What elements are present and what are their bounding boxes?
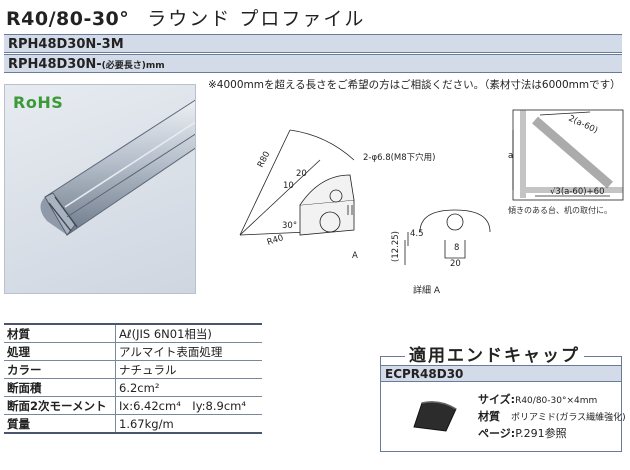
endcap-page: P.291参照 bbox=[515, 427, 567, 440]
spec-key: 断面2次モーメント bbox=[4, 396, 116, 415]
dim-r80: R80 bbox=[256, 150, 273, 169]
table-row: 処理アルマイト表面処理 bbox=[4, 342, 262, 361]
endcap-info: サイズ:R40/80-30°×4mm 材質 ポリアミド(ガラス繊維強化) ページ… bbox=[478, 392, 626, 441]
endcap-size-label: サイズ: bbox=[478, 393, 516, 406]
endcap-title: 適用エンドキャップ bbox=[405, 341, 584, 366]
dim-r40: R40 bbox=[266, 233, 285, 248]
install-caption: 傾きのある台、机の取付に。 bbox=[508, 206, 612, 215]
endcap-material-label: 材質 bbox=[478, 410, 500, 423]
detail-8: 8 bbox=[454, 243, 459, 253]
spec-value: アルマイト表面処理 bbox=[115, 342, 262, 361]
dim-20: 20 bbox=[296, 169, 307, 179]
endcap-size-row: サイズ:R40/80-30°×4mm bbox=[478, 392, 626, 409]
inst-dim-2: a bbox=[508, 151, 513, 161]
spec-key: カラー bbox=[4, 360, 116, 379]
spec-value: ナチュラル bbox=[115, 360, 262, 379]
detail-4-5: 4.5 bbox=[410, 229, 424, 239]
detail-20: 20 bbox=[450, 259, 461, 269]
spec-value: Aℓ(JIS 6N01相当) bbox=[115, 323, 262, 343]
model-custom-unit: mm bbox=[145, 61, 165, 71]
hole-note: 2-φ6.8(M8下穴用) bbox=[363, 152, 435, 163]
page-title: R40/80-30° ラウンド プロファイル bbox=[6, 4, 365, 31]
model-custom: RPH48D30N-(必要長さ)mm bbox=[4, 54, 622, 73]
detail-a-drawing bbox=[404, 209, 491, 265]
endcap-size: R40/80-30°×4mm bbox=[515, 396, 598, 406]
model-custom-prefix: RPH48D30N- bbox=[8, 57, 102, 72]
model-standard: RPH48D30N-3M bbox=[4, 34, 622, 53]
spec-key: 材質 bbox=[4, 323, 116, 343]
table-row: カラーナチュラル bbox=[4, 360, 262, 379]
dim-10: 10 bbox=[283, 181, 294, 191]
model-custom-paren: (必要長さ) bbox=[101, 61, 146, 71]
profile-render bbox=[40, 99, 195, 236]
spec-key: 処理 bbox=[4, 342, 116, 361]
dim-angle: 30° bbox=[282, 221, 297, 231]
endcap-model: ECPR48D30 bbox=[381, 365, 621, 382]
endcap-material: ポリアミド(ガラス繊維強化) bbox=[511, 413, 626, 423]
spec-value: 1.67kg/m bbox=[115, 414, 262, 434]
label-a: A bbox=[352, 251, 358, 261]
endcap-page-row: ページ:P.291参照 bbox=[478, 426, 626, 441]
detail-label: 詳細 A bbox=[413, 286, 441, 296]
rohs-logo: RoHS bbox=[13, 93, 64, 112]
product-photo: RoHS bbox=[4, 84, 196, 294]
inst-dim-3: √3(a-60)+60 bbox=[550, 187, 605, 197]
product-code: R40/80-30° bbox=[6, 8, 130, 30]
endcap-material-row: 材質 ポリアミド(ガラス繊維強化) bbox=[478, 409, 626, 426]
spec-key: 質量 bbox=[4, 414, 116, 434]
inst-dim-1: 2(a-60) bbox=[567, 114, 599, 136]
endcap-page-label: ページ: bbox=[478, 427, 516, 440]
spec-value: Ix:6.42cm⁴ Iy:8.9cm⁴ bbox=[115, 396, 262, 415]
endcap-icon bbox=[413, 401, 457, 432]
cross-section-drawing bbox=[239, 129, 355, 236]
spec-key: 断面積 bbox=[4, 378, 116, 397]
install-example-drawing bbox=[512, 109, 624, 201]
detail-12-25: (12.25) bbox=[391, 231, 401, 262]
product-name: ラウンド プロファイル bbox=[147, 8, 366, 30]
spec-value: 6.2cm² bbox=[115, 378, 262, 397]
length-note: ※4000mmを超える長さをご希望の方はご相談ください。（素材寸法は6000mm… bbox=[208, 79, 621, 91]
